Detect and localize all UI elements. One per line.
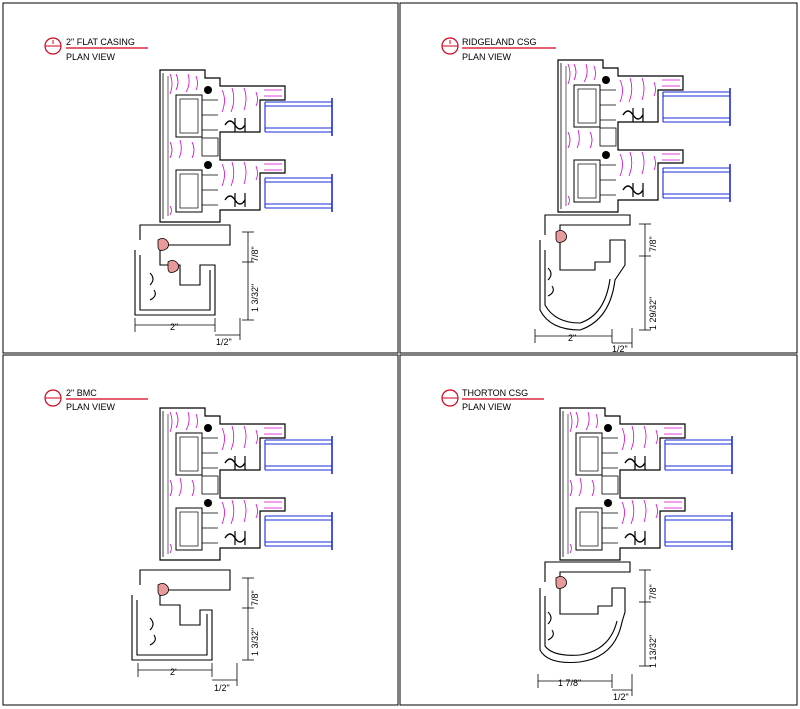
casing-profile — [539, 561, 631, 664]
detail-panel-flat-casing: 2" FLAT CASING PLAN VIEW 2" 1/2" 7/8" — [44, 37, 333, 347]
detail-title: 2" BMC — [66, 388, 97, 398]
dimension-width: 2" — [170, 322, 178, 332]
dimension-depth: 1 3/32" — [250, 284, 260, 312]
detail-panel-thorton: THORTON CSG PLAN VIEW 1 7/8" 1/2" 7/8" 1… — [441, 388, 733, 702]
dimension-half: 1/2" — [214, 683, 230, 693]
dimension-top: 7/8" — [648, 584, 658, 600]
detail-subtitle: PLAN VIEW — [462, 52, 512, 62]
dimension-depth: 1 13/32" — [648, 635, 658, 668]
dimension-lines — [534, 223, 651, 348]
detail-subtitle: PLAN VIEW — [66, 52, 116, 62]
detail-subtitle: PLAN VIEW — [66, 402, 116, 412]
dimension-top: 7/8" — [250, 246, 260, 262]
detail-subtitle: PLAN VIEW — [462, 402, 512, 412]
callout-symbol-icon — [44, 389, 62, 407]
dimension-lines — [537, 569, 651, 696]
detail-title: THORTON CSG — [462, 388, 528, 398]
detail-panel-bmc: 2" BMC PLAN VIEW 2' 1/2" 7/8" 1 3/32" — [44, 388, 333, 693]
casing-profile — [134, 224, 231, 316]
detail-panel-ridgeland: RIDGELAND CSG PLAN VIEW 2" 1/2" 7/8" 1 2… — [441, 37, 731, 354]
callout-symbol-icon — [441, 37, 459, 55]
dimension-top: 7/8" — [250, 590, 260, 606]
dimension-width: 2" — [568, 333, 576, 343]
dimension-width: 1 7/8" — [558, 678, 581, 688]
casing-profile — [539, 214, 631, 331]
dimension-depth: 1 3/32" — [250, 628, 260, 656]
dimension-top: 7/8" — [648, 236, 658, 252]
dimension-width: 2' — [170, 667, 177, 677]
detail-title: RIDGELAND CSG — [462, 37, 537, 47]
dimension-depth: 1 29/32" — [648, 297, 658, 330]
casing-profile — [131, 569, 231, 661]
dimension-lines — [137, 577, 254, 686]
dimension-half: 1/2" — [613, 692, 629, 702]
callout-symbol-icon — [441, 389, 459, 407]
callout-symbol-icon — [44, 37, 62, 55]
dimension-lines — [134, 231, 254, 340]
dimension-half: 1/2" — [612, 344, 628, 354]
dimension-half: 1/2" — [216, 337, 232, 347]
detail-title: 2" FLAT CASING — [66, 37, 135, 47]
